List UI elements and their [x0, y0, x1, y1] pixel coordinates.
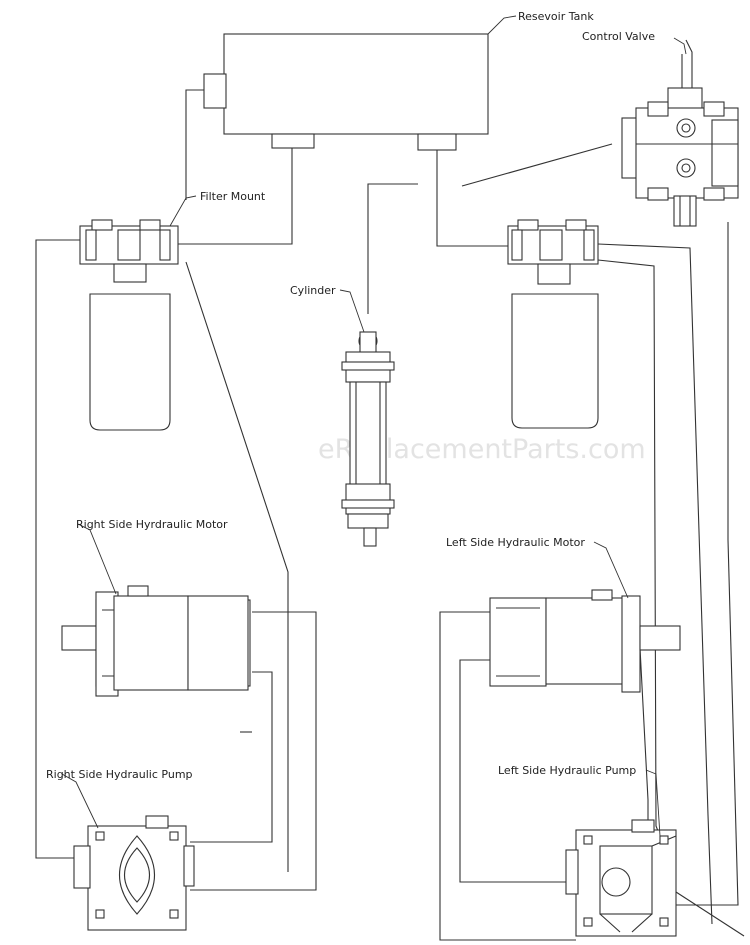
label-right-side-pump: Right Side Hydraulic Pump	[46, 768, 193, 781]
control-valve	[621, 39, 739, 227]
label-right-side-motor: Right Side Hyrdraulic Motor	[76, 518, 228, 531]
right-side-hydraulic-motor	[61, 585, 251, 697]
filter-mount-right	[507, 219, 599, 429]
label-filter-mount: Filter Mount	[200, 190, 266, 203]
label-control-valve: Control Valve	[582, 30, 655, 43]
filter-mount-left	[79, 219, 179, 431]
label-left-side-motor: Left Side Hydraulic Motor	[446, 536, 585, 549]
label-reservoir-tank: Resevoir Tank	[518, 10, 594, 23]
cylinder	[341, 331, 395, 547]
hydraulic-lines	[35, 89, 745, 941]
filter-canister-left	[89, 293, 171, 431]
label-cylinder: Cylinder	[290, 284, 336, 297]
right-side-hydraulic-pump	[73, 815, 195, 931]
reservoir-tank	[203, 33, 489, 151]
filter-canister-right	[511, 293, 599, 429]
label-left-side-pump: Left Side Hydraulic Pump	[498, 764, 636, 777]
left-side-hydraulic-motor	[489, 589, 681, 693]
leader-lines	[61, 15, 687, 837]
left-side-hydraulic-pump	[565, 819, 677, 937]
